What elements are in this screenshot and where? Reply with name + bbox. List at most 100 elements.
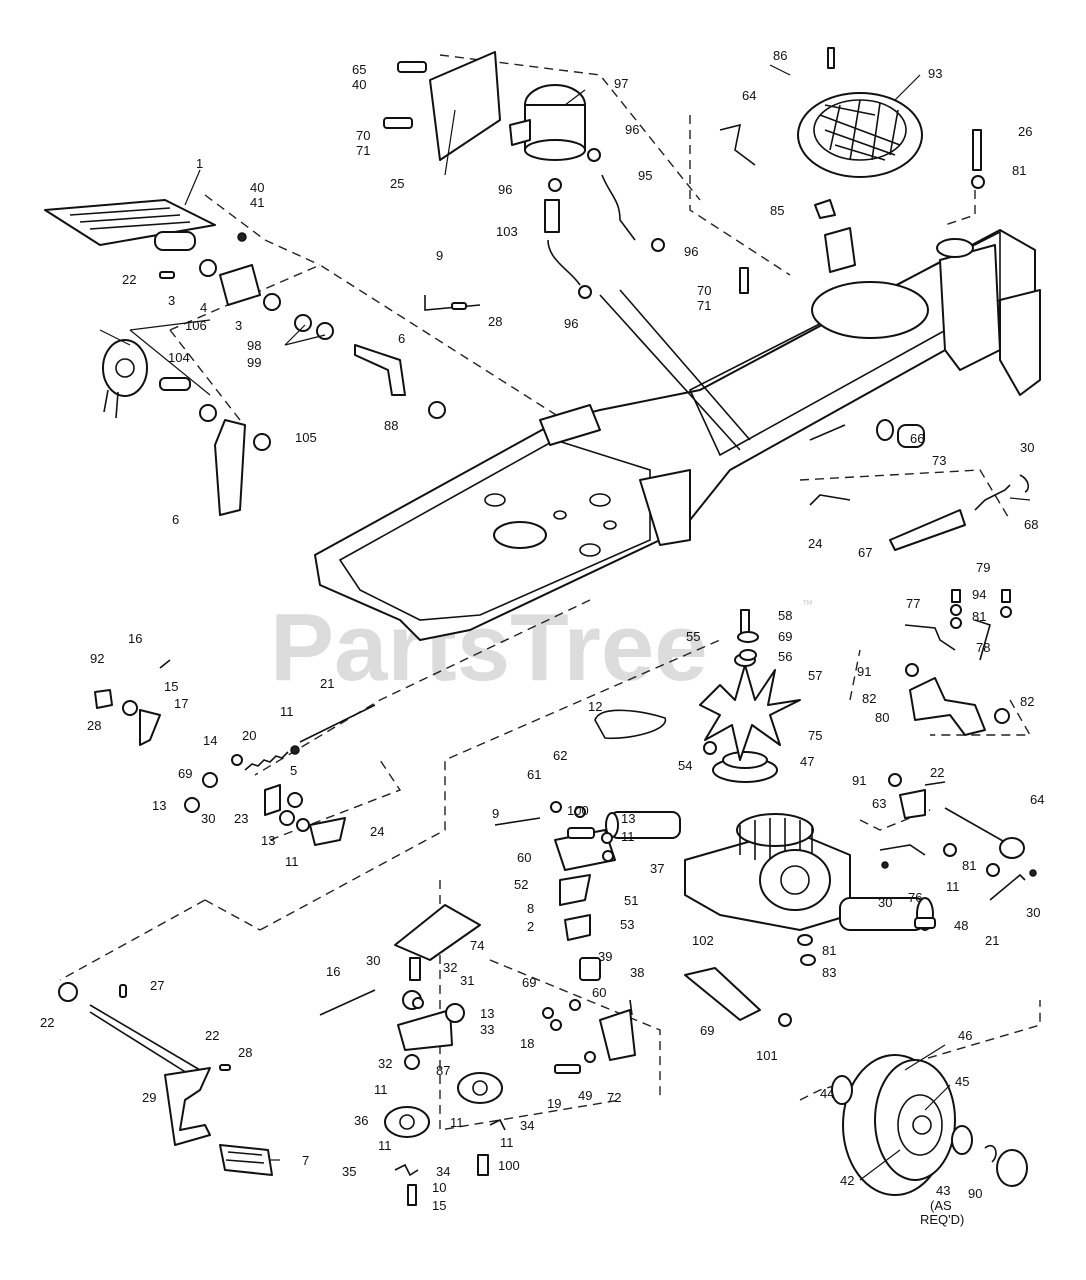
callout-label: 30 [878,895,892,910]
callout-label: 78 [976,640,990,655]
callout-label: 40 [250,180,264,195]
callout-label: 71 [697,298,711,313]
callout-label: 91 [857,664,871,679]
callout-label: 49 [578,1088,592,1103]
wheel-note-line1: (AS [930,1198,952,1213]
callout-label: 55 [686,629,700,644]
callout-label: 10 [432,1180,446,1195]
main-frame [314,227,1041,641]
callout-label: 93 [928,66,942,81]
callout-label: 81 [972,609,986,624]
rear-wheel-assembly [831,1054,1028,1196]
callout-label: 27 [150,978,164,993]
callout-label: 99 [247,355,261,370]
callout-label: 69 [522,975,536,990]
callout-label: 32 [378,1056,392,1071]
callout-label: 60 [517,850,531,865]
callout-label: 25 [390,176,404,191]
callout-label: 40 [352,77,366,92]
callout-label: 6 [172,512,179,527]
callout-label: 70 [697,283,711,298]
callout-label: 18 [520,1036,534,1051]
callout-label: 5 [290,763,297,778]
callout-labels: 1 3 4 22 3 40 41 65 40 70 71 25 97 96 96… [40,48,1044,1227]
callout-label: 37 [650,861,664,876]
right-side-linkage [879,589,1037,901]
callout-label: 1 [196,156,203,171]
callout-label: 96 [498,182,512,197]
callout-label: 82 [862,691,876,706]
callout-label: 35 [342,1164,356,1179]
callout-label: 90 [968,1186,982,1201]
callout-label: 106 [185,318,207,333]
callout-label: 64 [742,88,756,103]
callout-label: 101 [756,1048,778,1063]
callout-label: 76 [908,890,922,905]
callout-label: 79 [976,560,990,575]
callout-label: 33 [480,1022,494,1037]
brake-rod-assembly [58,982,273,1176]
callout-label: 68 [1024,517,1038,532]
callout-label: 86 [773,48,787,63]
callout-label: 69 [778,629,792,644]
callout-label: 103 [496,224,518,239]
callout-label: 85 [770,203,784,218]
callout-label: 12 [588,699,602,714]
callout-label: 28 [87,718,101,733]
callout-label: 34 [520,1118,534,1133]
callout-label: 22 [40,1015,54,1030]
callout-label: 4 [200,300,207,315]
callout-label: 42 [840,1173,854,1188]
callout-label: 7 [302,1153,309,1168]
watermark-trademark: ™ [802,599,813,611]
callout-label: 11 [280,704,294,719]
callout-label: 21 [320,676,334,691]
callout-leader-lines [99,64,1031,1181]
callout-label: 69 [178,766,192,781]
callout-label: 60 [592,985,606,1000]
callout-label: 56 [778,649,792,664]
callout-label: 75 [808,728,822,743]
callout-label: 14 [203,733,217,748]
callout-label: 91 [852,773,866,788]
callout-label: 22 [930,765,944,780]
callout-label: 88 [384,418,398,433]
callout-label: 83 [822,965,836,980]
callout-label: 13 [152,798,166,813]
callout-label: 61 [527,767,541,782]
callout-label: 100 [498,1158,520,1173]
air-screen-assembly [719,47,1030,551]
callout-label: 11 [450,1115,464,1130]
callout-label: 24 [370,824,384,839]
callout-label: 8 [527,901,534,916]
callout-label: 71 [356,143,370,158]
callout-label: 28 [238,1045,252,1060]
callout-label: 22 [205,1028,219,1043]
callout-label: 48 [954,918,968,933]
callout-label: 95 [638,168,652,183]
callout-label: 97 [614,76,628,91]
callout-label: 72 [607,1090,621,1105]
callout-label: 30 [366,953,380,968]
callout-label: 87 [436,1063,450,1078]
callout-label: 62 [553,748,567,763]
callout-label: 100 [567,803,589,818]
callout-label: 47 [800,754,814,769]
callout-label: 11 [500,1135,514,1150]
callout-label: 46 [958,1028,972,1043]
callout-label: 19 [547,1096,561,1111]
callout-label: 70 [356,128,370,143]
callout-label: 11 [378,1138,392,1153]
callout-label: 51 [624,893,638,908]
callout-label: 32 [443,960,457,975]
callout-label: 30 [1020,440,1034,455]
brake-pedal-assembly [44,199,481,516]
callout-label: 38 [630,965,644,980]
callout-label: 57 [808,668,822,683]
callout-label: 44 [820,1086,834,1101]
callout-label: 105 [295,430,317,445]
wheel-note-part: 43 [936,1183,950,1198]
wheel-note-line2: REQ'D) [920,1212,964,1227]
callout-label: 66 [910,431,924,446]
